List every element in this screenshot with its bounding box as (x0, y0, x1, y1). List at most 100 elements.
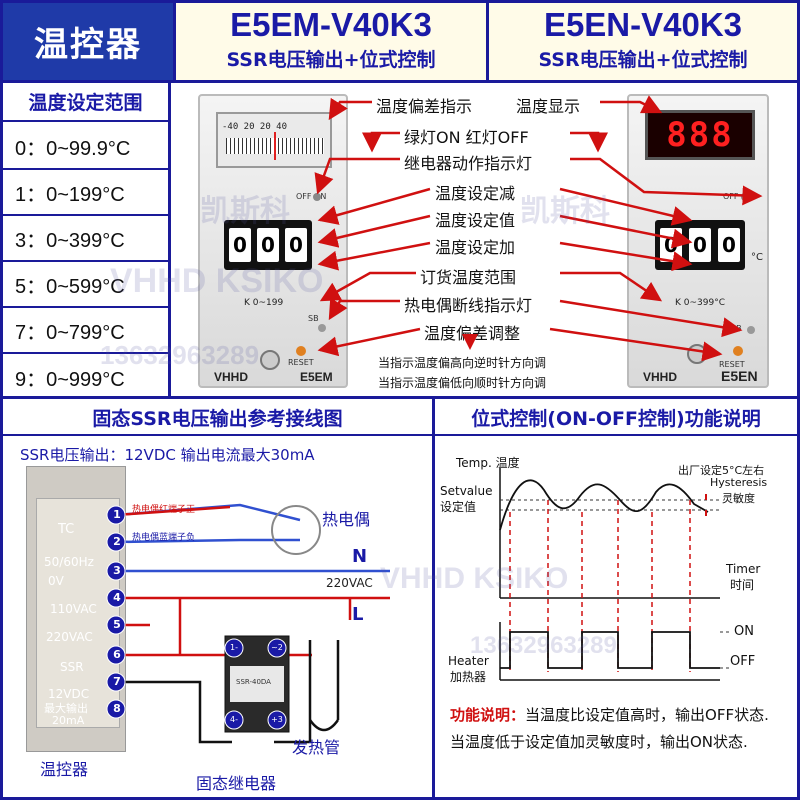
thermocouple-label: 热电偶 (322, 510, 371, 529)
tc-negative-label: 热电偶蓝端子负 (132, 533, 196, 543)
function-title-line (435, 434, 797, 436)
timer-cn-label: 时间 (730, 578, 755, 592)
ssr-terminal-1: 1- (230, 643, 238, 652)
mid-divider (3, 396, 797, 399)
ssr-terminal-3: +3 (271, 715, 283, 724)
function-desc-text: 当温度比设定值高时，输出OFF状态.当温度低于设定值加灵敏度时，输出ON状态. (450, 706, 769, 751)
left-relay-led (313, 193, 321, 201)
neutral-label: N (352, 546, 368, 567)
ann-note-low: 当指示温度偏低向顺时针方向调 (378, 376, 547, 390)
terminal-5: 5 (113, 618, 121, 631)
left-digit-2[interactable]: 0 (257, 228, 279, 262)
range-row-5: 5：0~599°C (3, 262, 168, 308)
ssr-model-label: SSR-40DA (236, 678, 271, 686)
range-row-9: 9：0~999°C (15, 368, 125, 391)
ann-set-value: 温度设定值 (435, 211, 516, 230)
ann-note-high: 当指示温度偏高向逆时针方向调 (378, 356, 547, 370)
meter-scale: -40 20 20 40 (222, 122, 288, 132)
ann-set-decrease: 温度设定减 (435, 184, 516, 203)
watermark-phone-2: 13632963289 (470, 632, 617, 659)
left-digit-1[interactable]: 0 (229, 228, 251, 262)
right-reset-label: RESET (719, 360, 745, 369)
left-sb-label: SB (308, 314, 319, 323)
heater-axis-label: Heater (448, 654, 489, 668)
controller-label: 温控器 (40, 760, 89, 779)
watermark-brand-2: 凯斯科 (520, 195, 610, 228)
right-brand: VHHD (643, 370, 678, 384)
watermark-vhhd-2: VHHD KSIKO (380, 562, 569, 595)
range-row-7: 7：0~799°C (3, 308, 168, 354)
left-model: E5EM (300, 370, 333, 384)
label-12vdc: 12VDC (48, 687, 90, 701)
left-brand: VHHD (214, 370, 249, 384)
temperature-display: 888 (645, 110, 755, 160)
heater-label: 发热管 (292, 738, 341, 757)
wiring-subtitle: SSR电压输出：12VDC 输出电流最大30mA (20, 446, 315, 464)
wiring-title: 固态SSR电压输出参考接线图 (92, 408, 343, 430)
terminal-6: 6 (113, 648, 121, 661)
function-description: 功能说明：当温度比设定值高时，输出OFF状态.当温度低于设定值加灵敏度时，输出O… (450, 702, 780, 756)
label-20ma: 20mA (52, 714, 85, 727)
model-left-name: E5EM-V40K3 (230, 6, 432, 43)
terminal-7: 7 (113, 675, 121, 688)
ann-relay-indicator: 继电器动作指示灯 (404, 154, 533, 173)
terminal-3: 3 (113, 564, 121, 577)
right-range-label: K 0~399°C (675, 298, 725, 308)
model-left-sub: SSR电压输出+位式控制 (226, 49, 436, 71)
label-0v: 0V (48, 574, 64, 588)
function-title: 位式控制(ON-OFF控制)功能说明 (471, 408, 761, 430)
left-thumbwheel[interactable]: 0 0 0 (224, 220, 312, 270)
supply-voltage-label: 220VAC (326, 576, 373, 590)
line-label: L (352, 604, 364, 625)
ann-order-range: 订货温度范围 (420, 268, 517, 287)
left-reset-button[interactable] (296, 346, 306, 356)
watermark-brand-1: 凯斯科 (200, 195, 290, 228)
left-adjust-knob[interactable] (260, 350, 280, 370)
label-220vac: 220VAC (46, 630, 93, 644)
axis-temp-label: Temp. 温度 (456, 456, 520, 470)
model-right-name: E5EN-V40K3 (543, 6, 743, 43)
relay-label: 固态继电器 (196, 774, 277, 793)
tc-positive-label: 热电偶红端子正 (132, 505, 196, 515)
label-max-output: 最大输出 (44, 702, 88, 715)
terminal-8: 8 (113, 702, 121, 715)
range-row-0: 0：0~99.9°C (3, 124, 168, 170)
right-unit: °C (751, 252, 763, 263)
header-title: 温控器 (3, 3, 173, 80)
setvalue-label: Setvalue (440, 484, 493, 498)
left-range-label: K 0~199 (244, 298, 284, 308)
range-row-1: 1：0~199°C (3, 170, 168, 216)
factory-setting-label: 出厂设定5°C左右 (678, 464, 765, 477)
right-sb-led (747, 326, 755, 334)
header-divider (3, 80, 797, 83)
deviation-meter: -40 20 20 40 (216, 112, 332, 168)
ann-tc-break: 热电偶断线指示灯 (404, 296, 533, 315)
left-digit-3[interactable]: 0 (285, 228, 307, 262)
ssr-terminal-2: ~2 (271, 643, 283, 652)
watermark-phone-1: 13632963289 (100, 340, 260, 370)
wiring-title-line (3, 434, 432, 436)
ann-temperature-display: 温度显示 (516, 97, 581, 116)
range-divider (168, 80, 171, 396)
label-110vac: 110VAC (50, 602, 97, 616)
header-model-right: E5EN-V40K3 SSR电压输出+位式控制 (486, 3, 797, 80)
off-label: OFF (730, 654, 756, 669)
right-off-on: OFF ON (723, 192, 754, 201)
setvalue-cn-label: 设定值 (440, 500, 477, 514)
right-reset-button[interactable] (733, 346, 743, 356)
terminal-1: 1 (113, 508, 121, 521)
hysteresis-label: Hysteresis (710, 476, 768, 489)
lower-divider (432, 396, 435, 798)
timer-label: Timer (726, 562, 761, 576)
ann-green-red: 绿灯ON 红灯OFF (404, 128, 529, 147)
range-row-3: 3：0~399°C (3, 216, 168, 262)
right-digit-2[interactable]: 0 (689, 228, 711, 262)
right-digit-3[interactable]: 0 (718, 228, 740, 262)
ssr-terminal-4: 4- (230, 715, 238, 724)
header-model-left: E5EM-V40K3 SSR电压输出+位式控制 (173, 3, 486, 80)
label-tc: TC (58, 522, 75, 537)
